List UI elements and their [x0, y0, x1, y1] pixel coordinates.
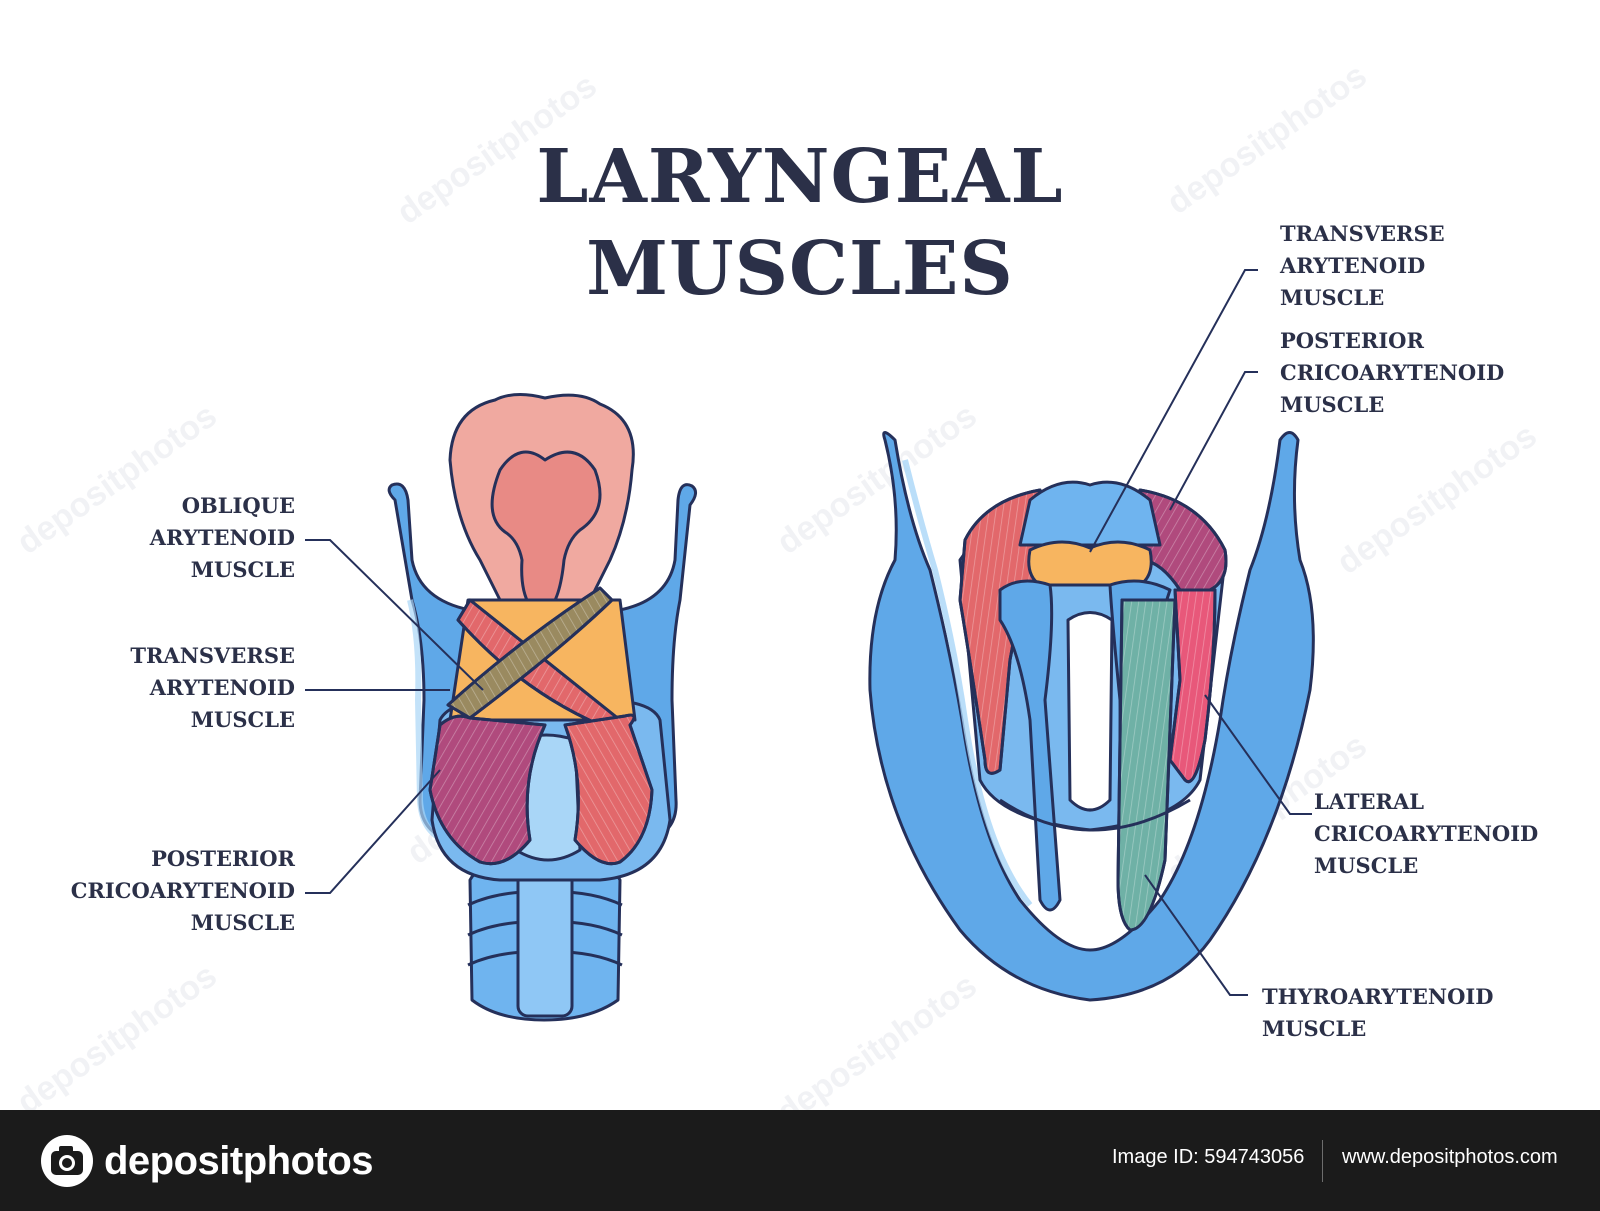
- diagram-title-line2: MUSCLES: [586, 226, 1014, 312]
- label-transverse-arytenoid-left: TRANSVERSE ARYTENOID MUSCLE: [130, 640, 295, 736]
- label-line: TRANSVERSE: [1280, 221, 1445, 246]
- label-thyroarytenoid: THYROARYTENOID MUSCLE: [1262, 981, 1493, 1045]
- label-line: MUSCLE: [1314, 853, 1419, 878]
- label-transverse-arytenoid-right: TRANSVERSE ARYTENOID MUSCLE: [1280, 218, 1445, 314]
- label-line: CRICOARYTENOID: [1314, 821, 1539, 846]
- transverse-arytenoid-right-view: [1027, 540, 1153, 587]
- label-line: CRICOARYTENOID: [1280, 360, 1505, 385]
- right-leader-lines: [1089, 269, 1312, 996]
- label-posterior-cricoarytenoid-left: POSTERIOR CRICOARYTENOID MUSCLE: [71, 843, 295, 939]
- thyroid-wing-left: [868, 431, 1315, 1002]
- label-line: ARYTENOID: [1280, 253, 1426, 278]
- camera-icon: [41, 1135, 93, 1187]
- label-line: POSTERIOR: [151, 846, 295, 871]
- rima-glottidis: [1066, 611, 1114, 812]
- vocal-fold-left: [998, 579, 1062, 912]
- label-line: OBLIQUE: [181, 493, 295, 518]
- label-line: TRANSVERSE: [130, 643, 295, 668]
- arytenoid-cartilage: [1018, 480, 1162, 547]
- depositphotos-logo[interactable]: depositphotos: [40, 1134, 374, 1188]
- label-line: LATERAL: [1314, 789, 1425, 814]
- footer-bar: depositphotos Image ID: 594743056 www.de…: [0, 1110, 1600, 1211]
- label-line: MUSCLE: [190, 557, 295, 582]
- left-leader-lines: [305, 539, 484, 894]
- label-line: MUSCLE: [190, 707, 295, 732]
- label-line: CRICOARYTENOID: [70, 878, 295, 903]
- label-line: MUSCLE: [1262, 1016, 1367, 1041]
- label-oblique-arytenoid: OBLIQUE ARYTENOID MUSCLE: [150, 490, 295, 586]
- label-line: MUSCLE: [190, 910, 295, 935]
- label-line: POSTERIOR: [1280, 328, 1424, 353]
- label-line: ARYTENOID: [149, 525, 295, 550]
- anatomy-illustration: [305, 269, 1315, 1022]
- diagram-canvas: depositphotos depositphotos depositphoto…: [10, 56, 1544, 1131]
- logo-text: depositphotos: [104, 1138, 374, 1183]
- label-posterior-cricoarytenoid-right: POSTERIOR CRICOARYTENOID MUSCLE: [1280, 325, 1504, 421]
- label-line: THYROARYTENOID: [1262, 984, 1494, 1009]
- label-line: MUSCLE: [1280, 392, 1385, 417]
- trachea: [467, 858, 623, 1022]
- image-id: Image ID: 594743056: [1112, 1146, 1305, 1168]
- diagram-title-line1: LARYNGEAL: [536, 134, 1064, 220]
- label-line: ARYTENOID: [149, 675, 295, 700]
- label-line: MUSCLE: [1280, 285, 1385, 310]
- site-url-link[interactable]: www.depositphotos.com: [1342, 1146, 1558, 1168]
- superior-larynx-view: [868, 431, 1315, 1002]
- posterior-larynx-view: [387, 393, 697, 1022]
- label-lateral-cricoarytenoid: LATERAL CRICOARYTENOID MUSCLE: [1314, 786, 1538, 882]
- footer-divider: [1322, 1140, 1323, 1182]
